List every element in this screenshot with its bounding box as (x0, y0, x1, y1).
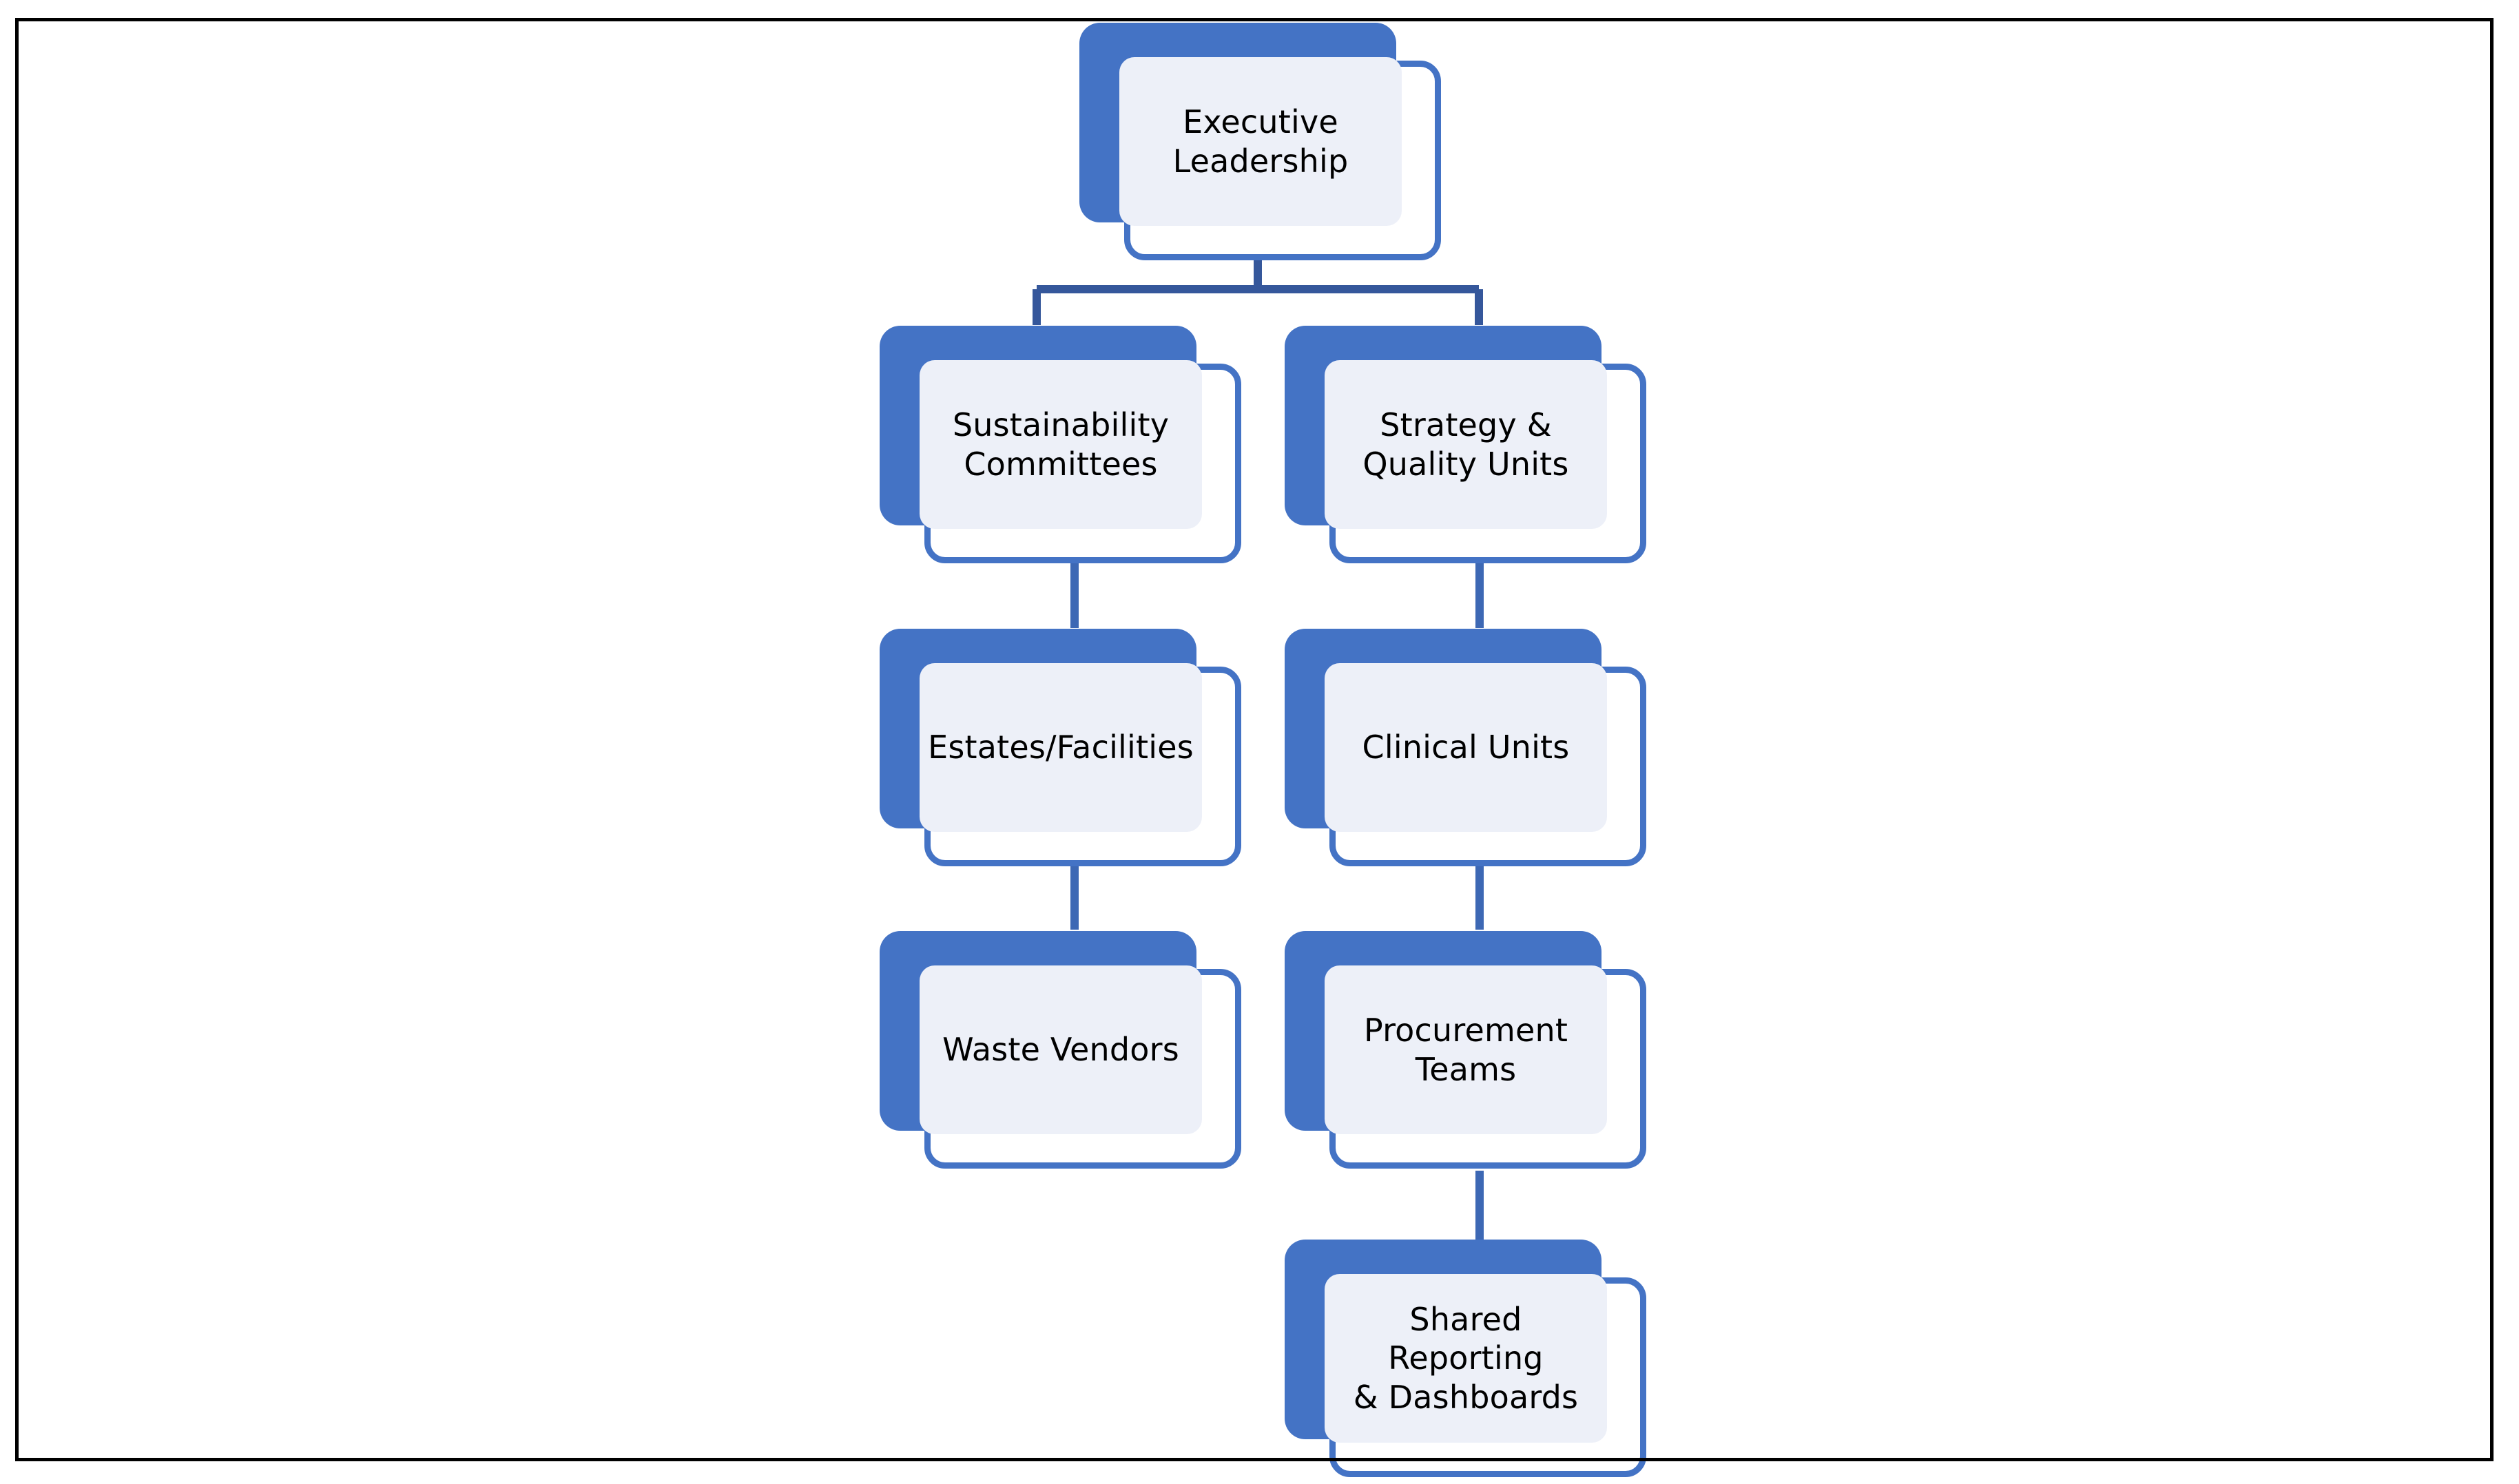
edge-executive-to-children (1033, 260, 1483, 325)
node-estates-facilities[interactable]: Estates/Facilities (880, 629, 1241, 866)
node-clinical-units[interactable]: Clinical Units (1285, 629, 1646, 866)
node-panel: Strategy & Quality Units (1325, 360, 1607, 529)
node-panel: Executive Leadership (1119, 57, 1402, 226)
node-sustainability-committees[interactable]: Sustainability Committees (880, 326, 1241, 563)
node-label: Waste Vendors (942, 1031, 1179, 1069)
node-panel: Procurement Teams (1325, 965, 1607, 1134)
node-shared-reporting-dashboards[interactable]: Shared Reporting & Dashboards (1285, 1240, 1646, 1477)
node-label: Executive Leadership (1172, 103, 1349, 180)
node-label: Procurement Teams (1363, 1012, 1568, 1088)
node-label: Estates/Facilities (928, 729, 1194, 766)
node-label: Shared Reporting & Dashboards (1353, 1301, 1579, 1416)
node-panel: Estates/Facilities (920, 663, 1202, 832)
node-panel: Sustainability Committees (920, 360, 1202, 529)
node-waste-vendors[interactable]: Waste Vendors (880, 931, 1241, 1169)
node-label: Clinical Units (1362, 729, 1570, 766)
node-strategy-quality-units[interactable]: Strategy & Quality Units (1285, 326, 1646, 563)
node-panel: Shared Reporting & Dashboards (1325, 1274, 1607, 1443)
node-label: Sustainability Committees (952, 406, 1170, 483)
node-procurement-teams[interactable]: Procurement Teams (1285, 931, 1646, 1169)
node-panel: Waste Vendors (920, 965, 1202, 1134)
node-panel: Clinical Units (1325, 663, 1607, 832)
node-label: Strategy & Quality Units (1362, 406, 1569, 483)
node-executive-leadership[interactable]: Executive Leadership (1079, 23, 1441, 260)
